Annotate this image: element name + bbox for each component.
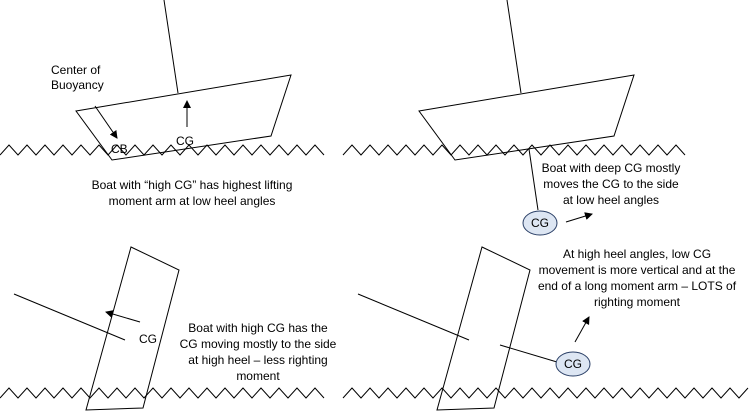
cg-lift-arrow-bottom-right: [574, 316, 590, 343]
caption-bottom-left-line-1: Boat with high CG has the: [188, 321, 328, 335]
cg-label-top-left: CG: [176, 134, 194, 148]
center-of-buoyancy-line-2: Buoyancy: [51, 78, 104, 92]
center-of-buoyancy-line-1: Center of: [51, 63, 101, 77]
ballast-bulb-bottom-right: [555, 351, 591, 377]
keel-top-right: [528, 148, 539, 211]
caption-top-right: Boat with deep CG mostly moves the CG to…: [511, 160, 711, 208]
waterline-bottom-left: [0, 387, 325, 399]
caption-top-left-line-2: moment arm at low heel angles: [108, 194, 276, 208]
caption-bottom-left: Boat with high CG has the CG moving most…: [158, 320, 358, 384]
cg-side-arrow-top-right: [565, 212, 593, 223]
caption-top-left: Boat with “high CG” has highest lifting …: [62, 177, 322, 209]
cg-side-arrow-bottom-left: [105, 310, 141, 323]
waterline-top-left: [0, 144, 325, 156]
waterline-top-right: [342, 144, 686, 156]
keel-bottom-right: [499, 344, 558, 363]
mast-bottom-right: [357, 293, 470, 341]
cg-label-bottom-right: CG: [564, 357, 582, 371]
caption-bottom-right-line-4: righting moment: [593, 295, 681, 309]
caption-bottom-left-line-4: moment: [236, 369, 280, 383]
caption-top-left-line-1: Boat with “high CG” has highest lifting: [91, 178, 293, 192]
mast-top-left: [163, 0, 179, 94]
caption-bottom-left-line-2: CG moving mostly to the side: [179, 337, 337, 351]
mast-top-right: [506, 0, 522, 94]
caption-bottom-right-line-2: movement is more vertical and at the: [538, 263, 736, 277]
center-of-buoyancy-label: Center of Buoyancy: [51, 63, 104, 93]
caption-top-right-line-1: Boat with deep CG mostly: [541, 161, 681, 175]
cb-label: CB: [111, 142, 128, 156]
caption-bottom-right-line-1: At high heel angles, low CG: [562, 247, 712, 261]
caption-bottom-right-line-3: end of a long moment arm – LOTS of: [537, 279, 737, 293]
hull-top-right: [418, 74, 635, 161]
hull-top-left: [75, 74, 292, 161]
cg-label-top-right: CG: [531, 216, 549, 230]
caption-bottom-left-line-3: at high heel – less righting: [188, 353, 328, 367]
caption-top-right-line-3: at low heel angles: [562, 193, 660, 207]
waterline-bottom-right: [342, 387, 749, 399]
mast-bottom-left: [13, 293, 126, 341]
hull-bottom-left: [85, 246, 180, 411]
ballast-bulb-top-right: [522, 210, 558, 236]
cb-arrow: [94, 105, 118, 139]
cg-label-bottom-left: CG: [139, 332, 157, 346]
caption-top-right-line-2: moves the CG to the side: [543, 177, 679, 191]
caption-bottom-right: At high heel angles, low CG movement is …: [522, 246, 751, 310]
hull-bottom-right: [436, 246, 531, 411]
